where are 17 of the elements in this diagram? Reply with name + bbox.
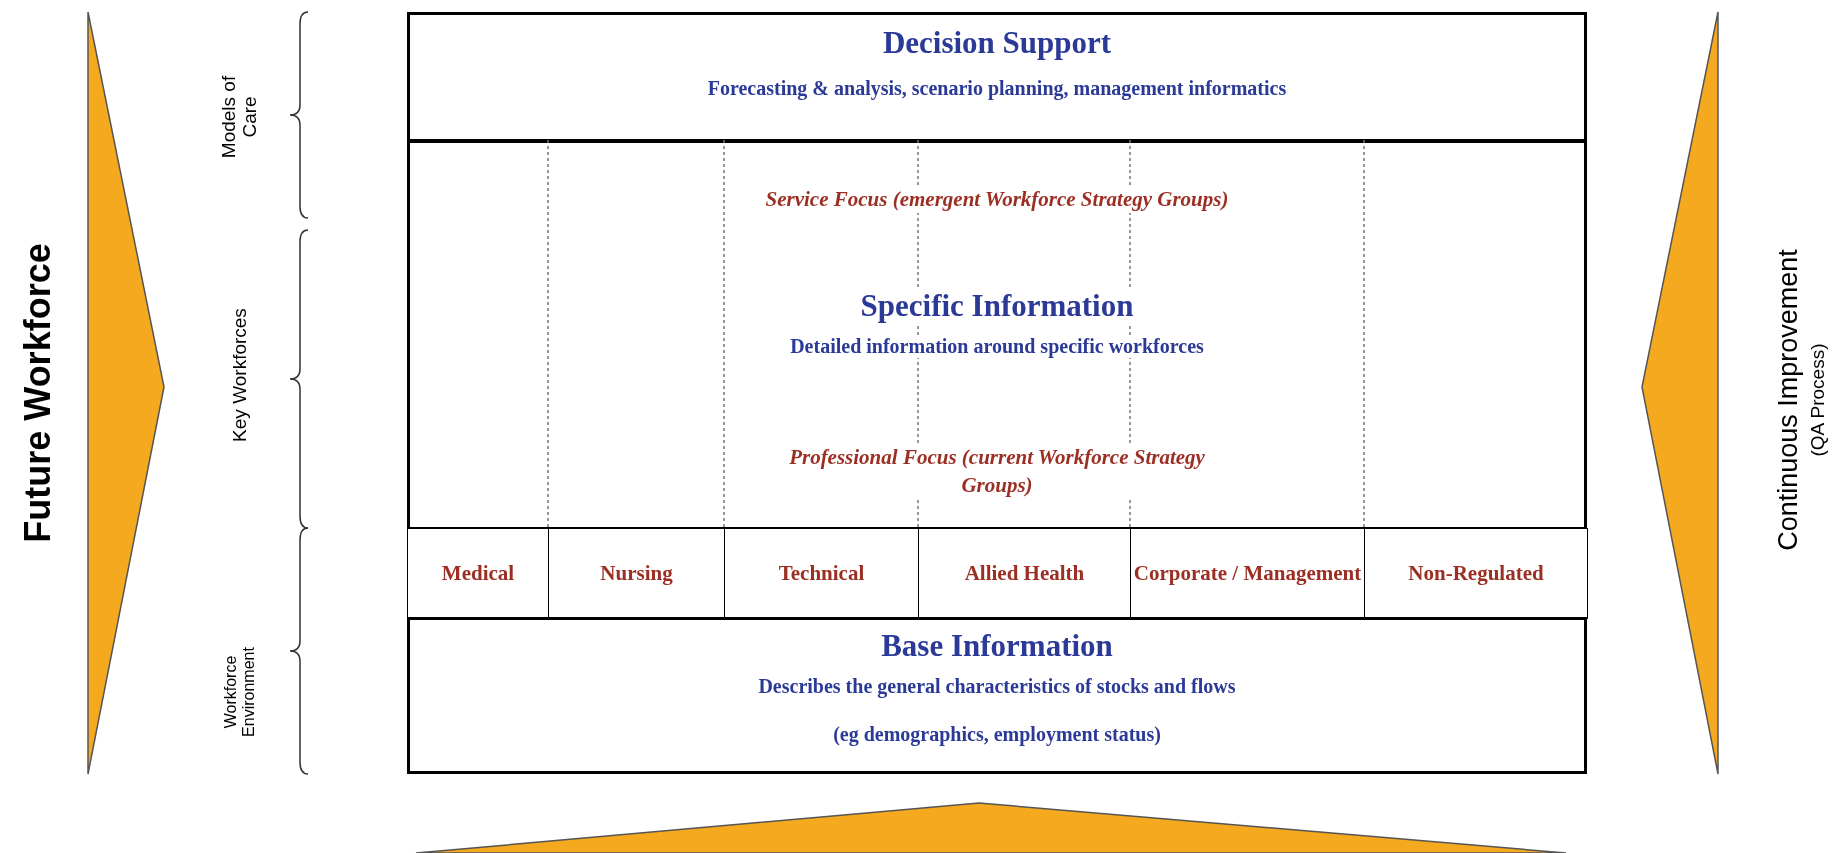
side-label: (QA Process) [1807,343,1829,457]
brace-label: Key Workforces [229,308,251,442]
brace-label: Models of Care [219,74,261,161]
category-column [407,528,549,619]
category-column [1364,528,1588,619]
column-label: Non-Regulated [1408,559,1544,587]
layer-panel [407,617,1587,774]
column-label: Nursing [600,559,673,587]
side-label: Continuous Improvement [1772,249,1804,551]
side-label: Future Workforce [17,243,59,543]
column-label: Allied Health [964,559,1085,587]
column-label: Corporate / Management [1133,559,1362,587]
brace-label: Workforce Environment [222,646,258,739]
column-label: Technical [778,559,865,587]
layer-panel [407,12,1587,142]
layer-panel [407,140,1587,530]
column-label: Medical [441,559,515,587]
